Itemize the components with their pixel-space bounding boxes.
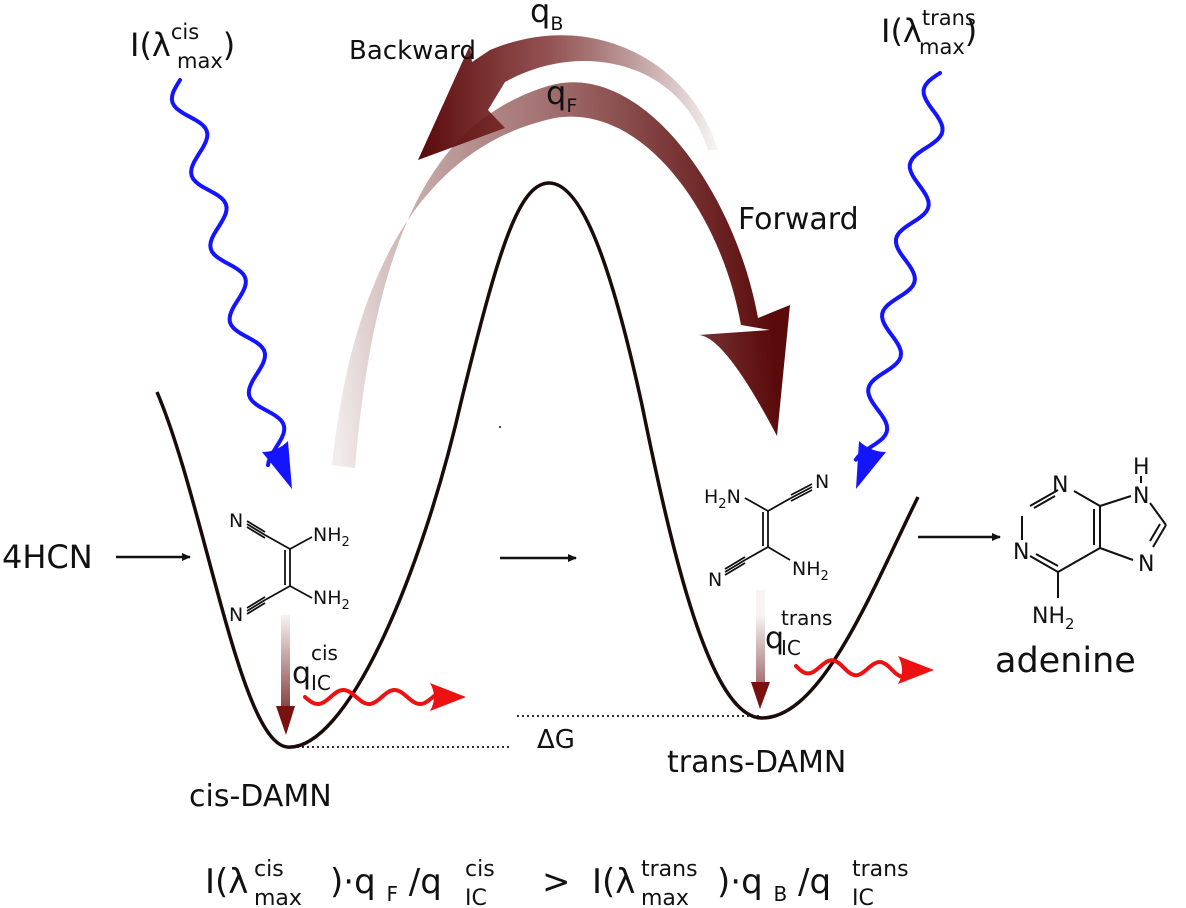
cis-n1: N [229,510,243,532]
rate-inequality: I(λ cis max )·q F /q cis IC > I(λ trans … [205,845,919,908]
stray-dot [499,426,501,428]
trans-h2n: H2N [704,486,741,512]
adenine-structure [1021,476,1167,598]
qf-label: qF [546,74,577,117]
trans-n2: N [708,569,722,591]
adenine-h9: H [1133,455,1150,480]
trans-n1: N [815,471,829,493]
backward-label: Backward [349,36,476,66]
forward-label: Forward [738,202,859,237]
product-label: adenine [995,641,1136,681]
photon-arrow-right-head [856,441,886,489]
emission-arrow-right [794,658,908,679]
backward-arrow [418,35,718,160]
adenine-n9: N [1133,484,1149,509]
qb-label: qB [530,0,563,35]
photon-arrow-right [853,71,945,462]
energy-curve [155,181,920,749]
adenine-n1: N [1052,473,1068,498]
forward-arrow [332,82,790,468]
ic-arrow-trans-shaft [756,590,765,685]
trans-name-label: trans-DAMN [667,745,846,780]
ic-arrow-trans-head [751,682,770,709]
adenine-nh2: NH2 [1032,604,1075,633]
cis-damn-structure [246,520,313,615]
photon-arrow-left [169,78,287,468]
trans-damn-structure [724,483,813,576]
cis-nh2-2: NH2 [313,587,350,613]
emission-arrow-right-head [898,656,934,684]
delta-g-label: ΔG [537,725,575,755]
cis-nh2-1: NH2 [313,524,350,550]
photon-arrow-left-head [262,441,292,489]
emission-arrow-left [303,688,440,706]
trans-nh2: NH2 [792,558,829,584]
cis-name-label: cis-DAMN [189,779,332,814]
ic-arrow-cis-shaft [281,615,290,710]
emission-arrow-left-head [430,683,466,711]
ic-arrow-cis-head [276,706,295,735]
adenine-n3: N [1013,540,1029,565]
cis-n2: N [229,604,243,626]
reactant-label: 4HCN [2,538,93,576]
adenine-n7: N [1138,552,1154,577]
